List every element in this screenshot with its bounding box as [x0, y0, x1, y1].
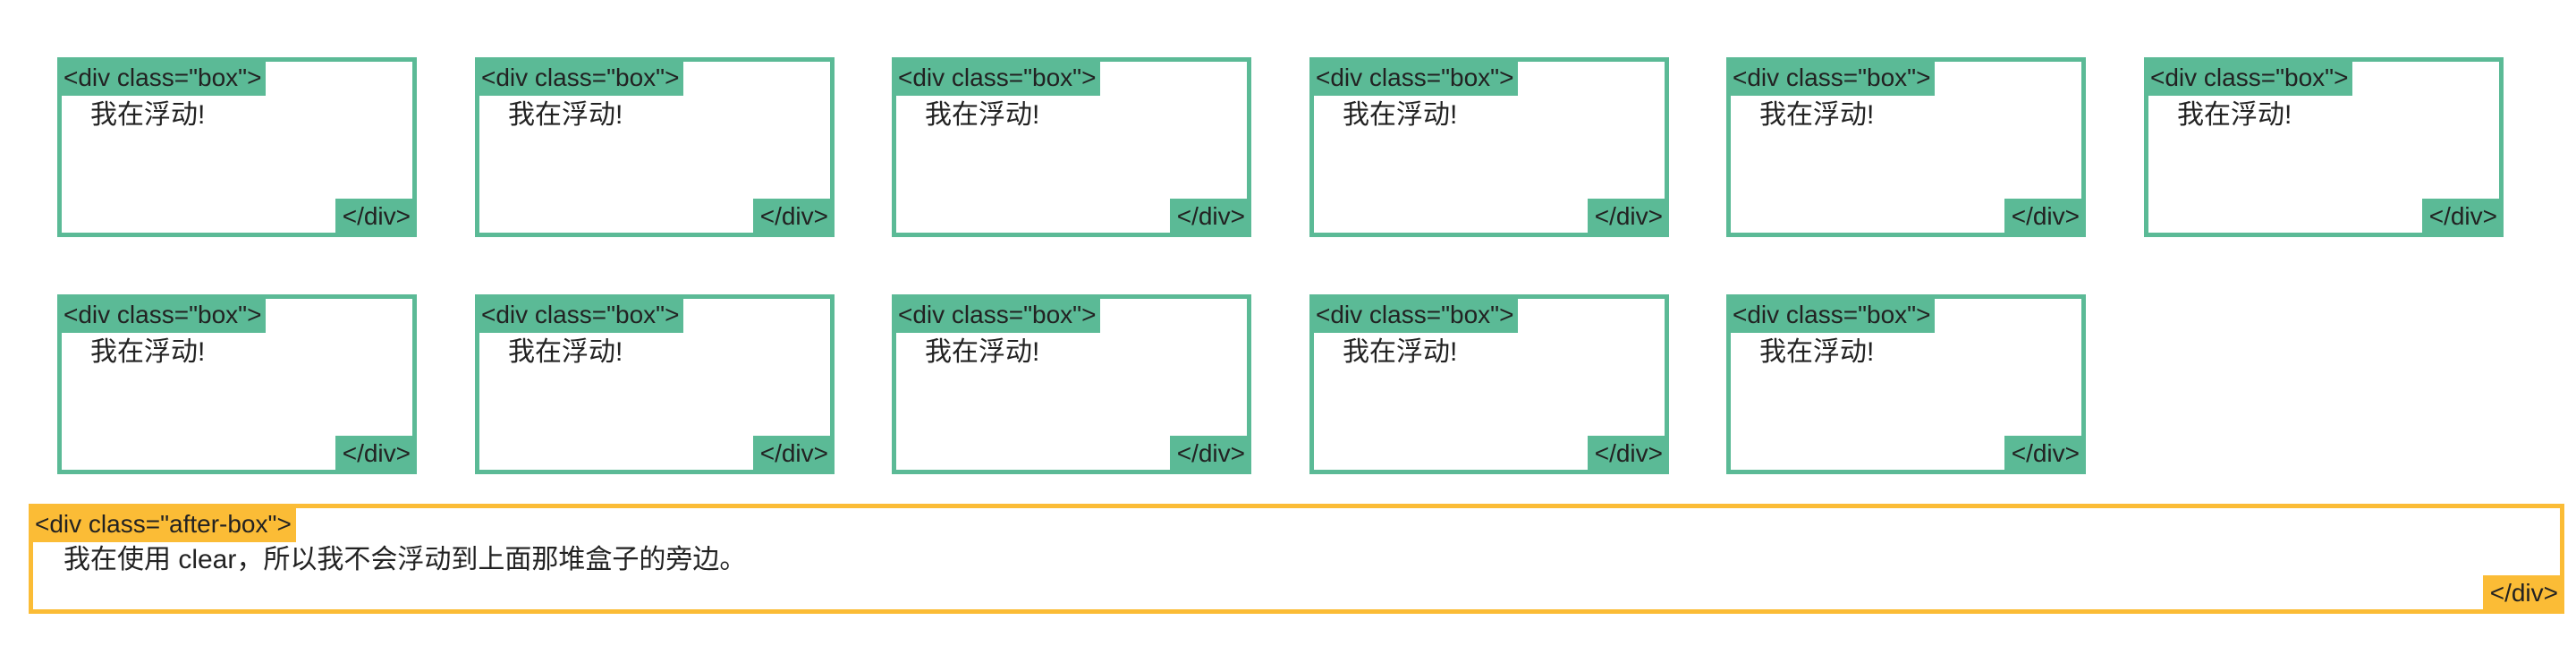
open-tag-label: <div class="box">	[1312, 297, 1519, 333]
open-tag-label: <div class="box">	[1312, 60, 1519, 96]
open-tag-label: <div class="after-box">	[31, 506, 296, 542]
box-text: 我在浮动!	[90, 337, 206, 367]
open-tag-label: <div class="box">	[478, 297, 684, 333]
open-tag-label: <div class="box">	[1729, 60, 1936, 96]
close-tag-label: </div>	[752, 199, 832, 234]
box-text: 我在浮动!	[508, 100, 623, 130]
after-box: <div class="after-box"> 我在使用 clear，所以我不会…	[29, 504, 2564, 614]
float-box: <div class="box"> 我在浮动! </div>	[892, 294, 1251, 474]
float-box: <div class="box"> 我在浮动! </div>	[1726, 57, 2086, 237]
open-tag-label: <div class="box">	[2147, 60, 2353, 96]
close-tag-label: </div>	[2421, 199, 2501, 234]
box-text: 我在浮动!	[925, 337, 1040, 367]
float-box: <div class="box"> 我在浮动! </div>	[57, 57, 417, 237]
close-tag-label: </div>	[1169, 436, 1249, 472]
float-box: <div class="box"> 我在浮动! </div>	[2144, 57, 2504, 237]
float-box: <div class="box"> 我在浮动! </div>	[475, 57, 835, 237]
float-box: <div class="box"> 我在浮动! </div>	[57, 294, 417, 474]
close-tag-label: </div>	[752, 436, 832, 472]
box-text: 我在浮动!	[90, 100, 206, 130]
box-text: 我在浮动!	[1759, 100, 1875, 130]
box-text: 我在浮动!	[508, 337, 623, 367]
box-text: 我在浮动!	[925, 100, 1040, 130]
open-tag-label: <div class="box">	[60, 297, 267, 333]
close-tag-label: </div>	[1587, 199, 1666, 234]
float-box: <div class="box"> 我在浮动! </div>	[892, 57, 1251, 237]
close-tag-label: </div>	[1169, 199, 1249, 234]
close-tag-label: </div>	[2004, 199, 2083, 234]
after-box-text: 我在使用 clear，所以我不会浮动到上面那堆盒子的旁边。	[64, 545, 747, 574]
close-tag-label: </div>	[2482, 575, 2562, 611]
close-tag-label: </div>	[2004, 436, 2083, 472]
float-box: <div class="box"> 我在浮动! </div>	[1309, 294, 1669, 474]
float-box: <div class="box"> 我在浮动! </div>	[1726, 294, 2086, 474]
open-tag-label: <div class="box">	[894, 297, 1101, 333]
open-tag-label: <div class="box">	[478, 60, 684, 96]
open-tag-label: <div class="box">	[60, 60, 267, 96]
box-text: 我在浮动!	[1759, 337, 1875, 367]
box-text: 我在浮动!	[1343, 337, 1458, 367]
open-tag-label: <div class="box">	[894, 60, 1101, 96]
close-tag-label: </div>	[335, 199, 414, 234]
box-text: 我在浮动!	[2177, 100, 2292, 130]
open-tag-label: <div class="box">	[1729, 297, 1936, 333]
close-tag-label: </div>	[1587, 436, 1666, 472]
box-text: 我在浮动!	[1343, 100, 1458, 130]
close-tag-label: </div>	[335, 436, 414, 472]
float-box: <div class="box"> 我在浮动! </div>	[475, 294, 835, 474]
float-box: <div class="box"> 我在浮动! </div>	[1309, 57, 1669, 237]
